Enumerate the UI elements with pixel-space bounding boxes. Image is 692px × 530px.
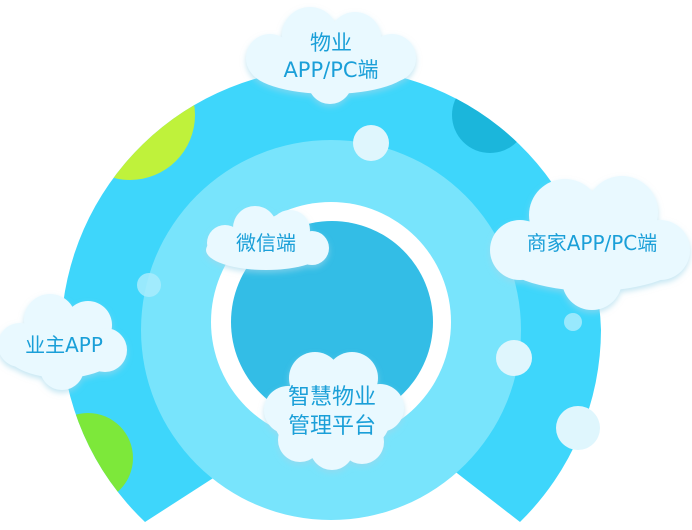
bubble: [353, 125, 389, 161]
label-owner: 业主APP: [12, 332, 116, 358]
cloud-platform: [264, 352, 404, 470]
accent-dark-circle: [452, 77, 528, 153]
cloud-owner: [0, 294, 127, 390]
label-owner-text: 业主APP: [25, 333, 103, 357]
bubble: [556, 406, 600, 450]
label-platform-line1: 智慧物业: [287, 385, 376, 410]
bubble: [137, 273, 161, 297]
label-property: 物业 APP/PC端: [262, 30, 400, 85]
bubble: [564, 313, 582, 331]
core-circle: [231, 221, 433, 423]
label-property-line1: 物业: [310, 31, 352, 55]
label-platform: 智慧物业 管理平台: [270, 384, 394, 441]
accent-green-circle: [61, 413, 133, 503]
label-merchant: 商家APP/PC端: [502, 230, 682, 256]
cloud-wechat: [206, 206, 329, 270]
label-merchant-text: 商家APP/PC端: [526, 231, 658, 255]
cloud-property: [246, 7, 416, 104]
bubble: [496, 340, 532, 376]
accent-lime-circle: [65, 67, 195, 180]
label-wechat: 微信端: [212, 230, 320, 256]
label-property-line2: APP/PC端: [283, 58, 379, 83]
cloud-merchant: [490, 176, 690, 310]
label-wechat-text: 微信端: [236, 231, 296, 255]
label-platform-line2: 管理平台: [287, 413, 376, 439]
